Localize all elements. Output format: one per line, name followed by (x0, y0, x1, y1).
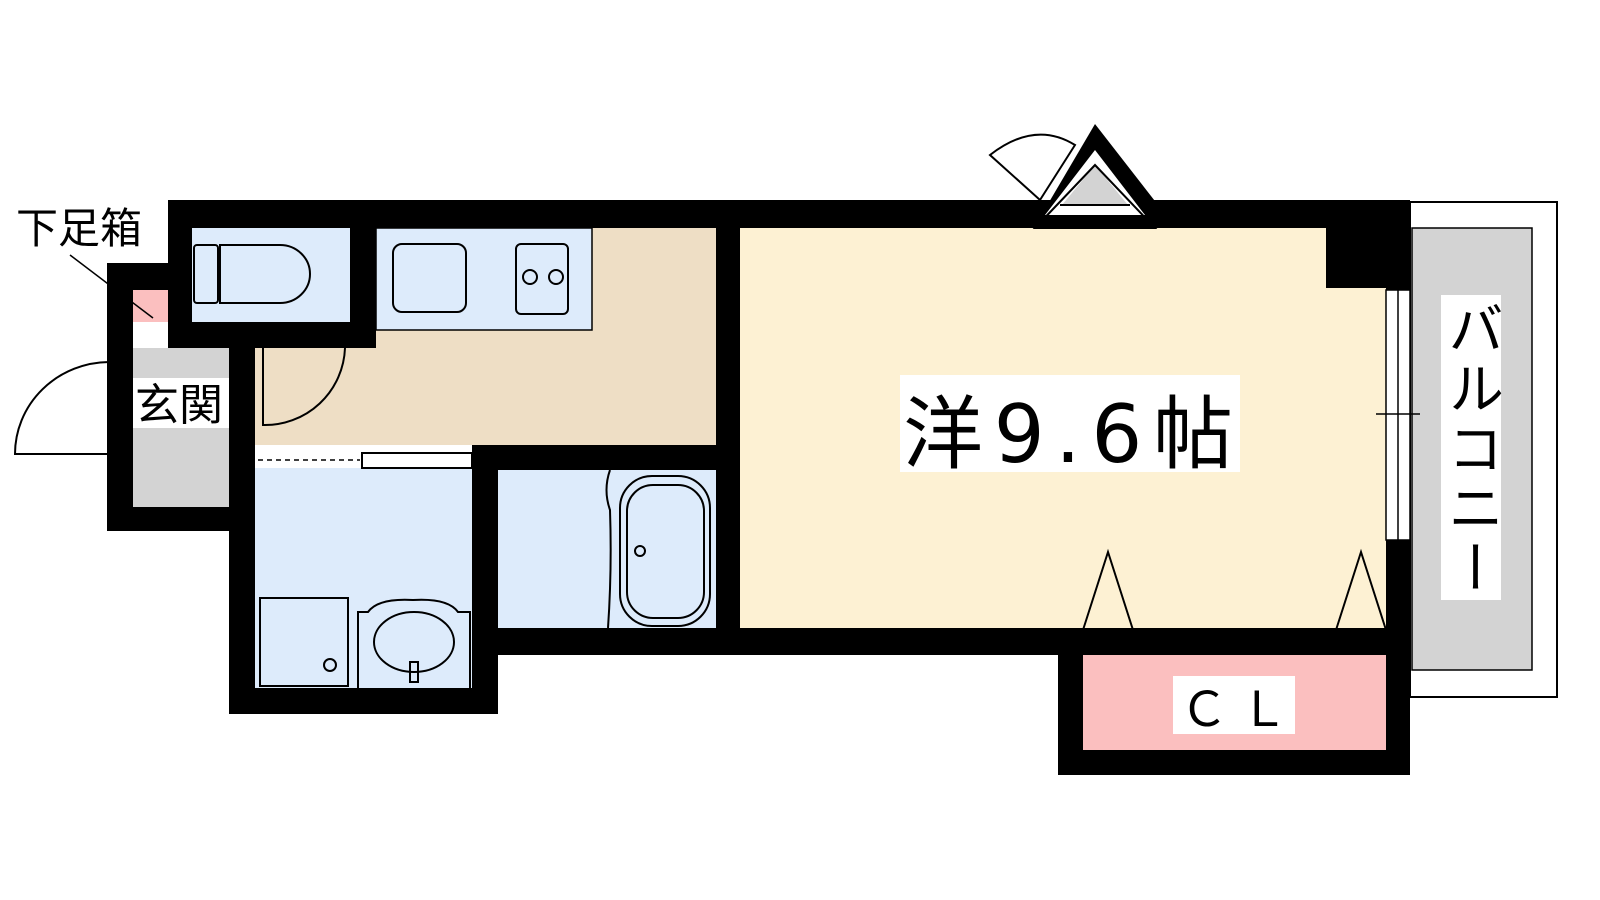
stove-icon (515, 243, 569, 315)
bath-door[interactable] (474, 477, 498, 581)
burner-icon (548, 269, 564, 285)
sliding-door[interactable] (717, 454, 739, 573)
toilet-icon (219, 244, 311, 304)
washroom-sliding-door[interactable] (361, 452, 473, 469)
toilet-room (192, 228, 350, 427)
bathtub-icon (619, 475, 711, 627)
entrance-label: 玄関 (135, 380, 223, 431)
washing-machine-icon (259, 597, 349, 687)
balcony-label: バルコニー (1439, 300, 1504, 595)
kitchen (255, 227, 739, 573)
main-room-label: 洋9.6帖 (903, 388, 1233, 481)
shoe-box-label: 下足箱 (16, 204, 142, 253)
burner-icon (522, 269, 538, 285)
closet-doors[interactable] (1081, 548, 1388, 654)
front-door-swing (13, 361, 110, 455)
sink-icon (392, 243, 467, 313)
front-door[interactable] (108, 361, 132, 455)
toilet-tank-icon (193, 244, 219, 304)
washbasin-icon (357, 598, 471, 688)
toilet-door[interactable] (262, 347, 346, 427)
bathroom (498, 469, 716, 629)
leader-line (69, 254, 154, 319)
bay-window[interactable] (988, 124, 1158, 229)
